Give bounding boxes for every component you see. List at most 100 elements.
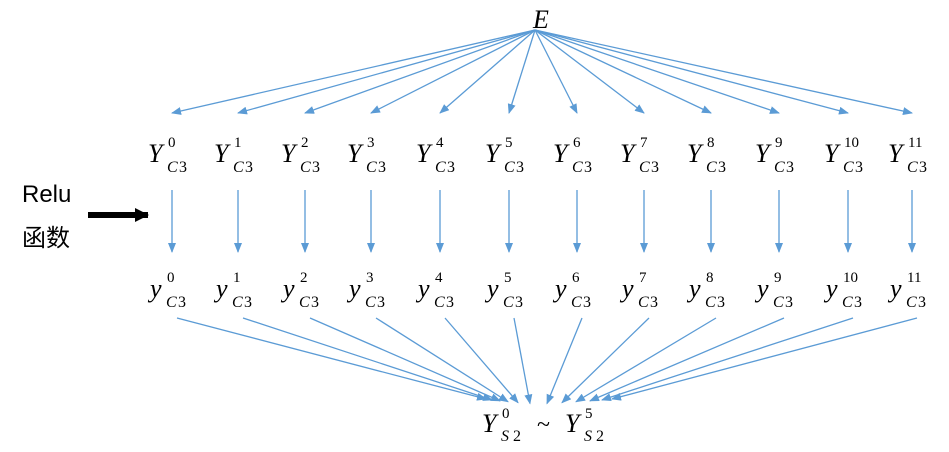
edge-y-to-bottom10 xyxy=(601,317,854,401)
y-sup-1: 1 xyxy=(233,270,241,286)
bottom-base-2: Y xyxy=(565,409,582,438)
y-base-3: y xyxy=(346,274,361,303)
edge-e-to-Y0 xyxy=(171,29,536,115)
Y-sub-n-8: 3 xyxy=(718,159,726,176)
Y-sub-n-2: 3 xyxy=(312,159,320,176)
y-base-11: y xyxy=(887,274,902,303)
y-sub-c-10: C xyxy=(842,294,853,311)
Y-sub-n-0: 3 xyxy=(179,159,187,176)
y-sub-c-1: C xyxy=(232,294,243,311)
bottom-sub-s-1: S xyxy=(501,428,509,445)
Y-sup-11: 11 xyxy=(908,135,922,151)
y-sup-0: 0 xyxy=(167,270,175,286)
y-sub-c-5: C xyxy=(503,294,514,311)
Y-sup-3: 3 xyxy=(367,135,375,151)
side-label-relu: Relu xyxy=(22,181,71,208)
Y-base-4: Y xyxy=(416,139,433,168)
y-sub-c-8: C xyxy=(705,294,716,311)
y-sub-n-9: 3 xyxy=(785,294,793,311)
y-sub-n-2: 3 xyxy=(311,294,319,311)
Y-sup-2: 2 xyxy=(301,135,309,151)
Y-sub-n-11: 3 xyxy=(919,159,927,176)
Y-sub-n-6: 3 xyxy=(584,159,592,176)
edge-e-to-Y3 xyxy=(370,29,536,114)
Y-sup-8: 8 xyxy=(707,135,715,151)
y-base-8: y xyxy=(686,274,701,303)
Y-sub-c-5: C xyxy=(504,159,515,176)
y-base-1: y xyxy=(213,274,228,303)
Y-sub-c-4: C xyxy=(435,159,446,176)
y-sub-n-11: 3 xyxy=(918,294,926,311)
y-base-2: y xyxy=(280,274,295,303)
Y-sub-n-3: 3 xyxy=(378,159,386,176)
edge-e-to-Y6 xyxy=(534,29,578,114)
edge-y-to-bottom4 xyxy=(444,317,519,404)
bottom-sup-from: 0 xyxy=(502,406,510,422)
Y-base-0: Y xyxy=(148,139,165,168)
Y-sup-4: 4 xyxy=(436,135,444,151)
Y-sub-c-6: C xyxy=(572,159,583,176)
Y-sub-c-11: C xyxy=(907,159,918,176)
edge-y-to-bottom11 xyxy=(611,317,918,401)
Y-sup-1: 1 xyxy=(234,135,242,151)
bottom-sub-n-1: 2 xyxy=(513,428,521,445)
edge-y-to-bottom8 xyxy=(575,317,717,403)
bottom-tilde: ~ xyxy=(537,412,550,438)
bottom-sup-to: 5 xyxy=(585,406,593,422)
edge-e-to-Y11 xyxy=(534,29,913,115)
Y-sub-c-2: C xyxy=(300,159,311,176)
Y-sub-n-9: 3 xyxy=(786,159,794,176)
y-sub-c-3: C xyxy=(365,294,376,311)
node-e-label: E xyxy=(532,5,549,34)
edge-e-to-Y4 xyxy=(439,29,536,114)
Y-base-2: Y xyxy=(281,139,298,168)
edge-y-to-bottom6 xyxy=(546,317,583,405)
y-sup-3: 3 xyxy=(366,270,374,286)
edge-e-to-Y1 xyxy=(237,29,536,115)
y-sup-9: 9 xyxy=(774,270,782,286)
edge-y-to-bottom3 xyxy=(375,317,509,403)
Y-base-1: Y xyxy=(214,139,231,168)
y-sub-n-8: 3 xyxy=(717,294,725,311)
y-sub-c-9: C xyxy=(773,294,784,311)
side-label-function: 函数 xyxy=(22,225,70,252)
Y-sub-c-1: C xyxy=(233,159,244,176)
node-ys2-range: Y 0 S 2 ~ Y 5 S 2 xyxy=(482,406,604,445)
y-base-0: y xyxy=(147,274,162,303)
edge-y-to-bottom5 xyxy=(513,317,533,405)
edge-e-to-Y5 xyxy=(507,29,536,114)
y-base-5: y xyxy=(484,274,499,303)
Y-sup-7: 7 xyxy=(640,135,648,151)
edge-y-to-bottom7 xyxy=(561,317,650,404)
y-sub-n-5: 3 xyxy=(515,294,523,311)
Y-sup-10: 10 xyxy=(844,135,859,151)
Y-sup-9: 9 xyxy=(775,135,783,151)
Y-sub-n-1: 3 xyxy=(245,159,253,176)
Y-base-6: Y xyxy=(553,139,570,168)
y-sub-c-0: C xyxy=(166,294,177,311)
Y-sub-c-10: C xyxy=(843,159,854,176)
y-sub-c-6: C xyxy=(571,294,582,311)
y-sup-5: 5 xyxy=(504,270,512,286)
y-sub-c-11: C xyxy=(906,294,917,311)
y-base-7: y xyxy=(619,274,634,303)
edge-e-to-Y2 xyxy=(304,29,536,114)
y-sub-c-2: C xyxy=(299,294,310,311)
y-sup-2: 2 xyxy=(300,270,308,286)
edge-y-to-bottom1 xyxy=(242,317,493,401)
y-sup-6: 6 xyxy=(572,270,580,286)
y-sub-n-7: 3 xyxy=(650,294,658,311)
bottom-base-1: Y xyxy=(482,409,499,438)
Y-sub-n-5: 3 xyxy=(516,159,524,176)
Y-base-9: Y xyxy=(755,139,772,168)
y-base-10: y xyxy=(823,274,838,303)
Y-sup-0: 0 xyxy=(168,135,176,151)
bottom-sub-n-2: 2 xyxy=(596,428,604,445)
bottom-sub-s-2: S xyxy=(584,428,592,445)
y-sup-11: 11 xyxy=(907,270,921,286)
y-sub-n-6: 3 xyxy=(583,294,591,311)
y-sub-n-3: 3 xyxy=(377,294,385,311)
Y-base-8: Y xyxy=(687,139,704,168)
